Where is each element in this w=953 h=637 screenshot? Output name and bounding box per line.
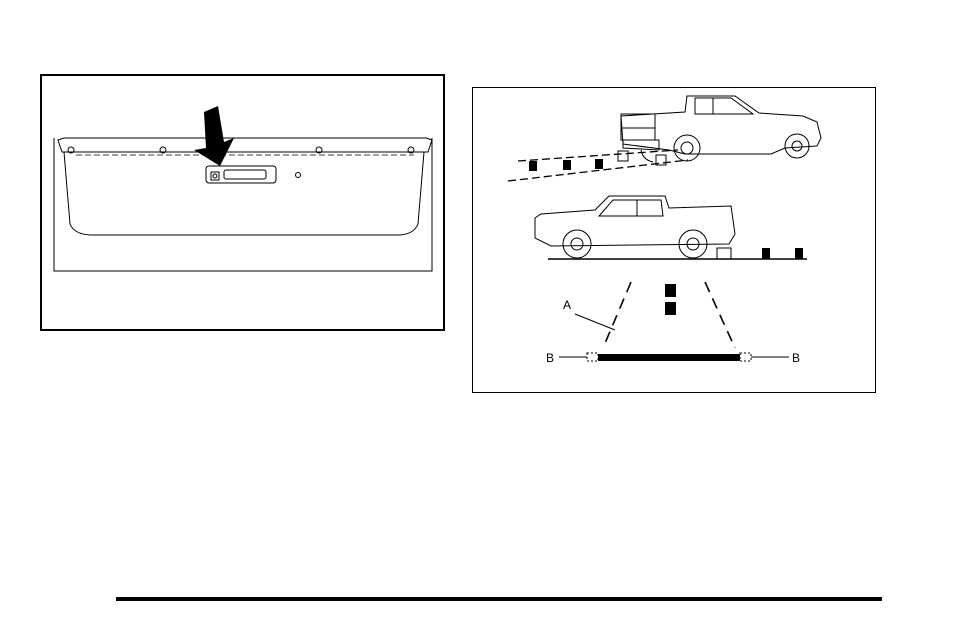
tailgate-outline xyxy=(54,138,432,271)
tailgate-illustration xyxy=(42,76,443,329)
callout-b-right-label: B xyxy=(792,352,800,364)
guidelines-illustration xyxy=(473,88,874,391)
callout-a-label: A xyxy=(563,299,571,311)
tailgate-handle xyxy=(224,170,266,179)
pointer-arrow-icon xyxy=(194,106,234,166)
parking-markers-side xyxy=(762,248,803,259)
tailgate-top-cap xyxy=(58,138,432,152)
callout-b-left-label: B xyxy=(546,352,554,364)
truck-rear-view xyxy=(508,96,821,181)
parking-markers-top xyxy=(529,159,603,171)
camera-guidelines-figure: A B B xyxy=(472,87,876,393)
tailgate-figure xyxy=(40,74,445,331)
footer-rule xyxy=(116,597,882,601)
guideline-diagram xyxy=(559,282,789,361)
rear-camera xyxy=(211,172,219,180)
tailgate-panel xyxy=(64,152,424,235)
